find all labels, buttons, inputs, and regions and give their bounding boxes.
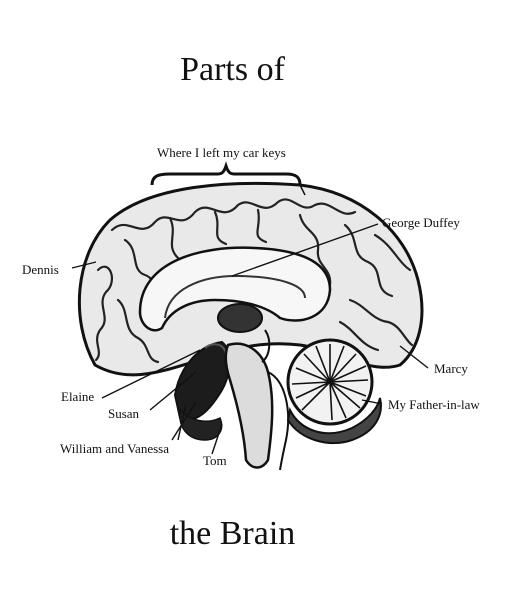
title-top: Parts of — [180, 51, 285, 88]
label-car-keys: Where I left my car keys — [157, 145, 286, 160]
label-george-duffey: George Duffey — [382, 215, 460, 230]
callosum-inner — [164, 274, 306, 319]
label-father-in-law: My Father-in-law — [388, 397, 480, 412]
pointer-lines — [71, 223, 429, 455]
label-tom: Tom — [203, 453, 227, 468]
label-william-and-vanessa: William and Vanessa — [60, 441, 169, 456]
label-marcy: Marcy — [434, 361, 468, 376]
brainstem — [224, 342, 274, 469]
cerebellum-lower — [286, 397, 382, 445]
thalamus — [217, 303, 263, 333]
label-susan: Susan — [108, 406, 140, 421]
label-dennis: Dennis — [22, 262, 59, 277]
corpus-callosum — [138, 246, 332, 332]
title-bottom: the Brain — [169, 515, 296, 552]
gyri-texture — [94, 198, 414, 364]
arbor-vitae — [291, 344, 369, 421]
label-elaine: Elaine — [61, 389, 95, 404]
car-keys-brace — [150, 161, 302, 186]
